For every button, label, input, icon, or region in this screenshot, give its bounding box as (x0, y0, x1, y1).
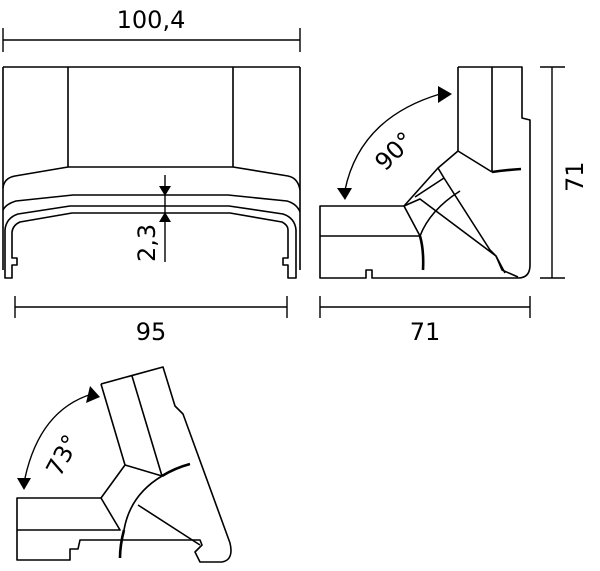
corner-90-arc (491, 167, 522, 174)
angle-label-73: 73° (41, 430, 86, 481)
profile-top-curve (2, 166, 301, 191)
angle-arc-90 (344, 93, 441, 191)
corner-90-view: 90° 71 71 (319, 66, 589, 346)
dim-label-corner-width: 71 (410, 318, 441, 346)
arrow-icon (438, 86, 452, 103)
corner-73-view: 73° (16, 366, 232, 563)
dim-label-corner-height: 71 (561, 161, 589, 192)
corner-73-arc (123, 475, 163, 531)
corner-90-arc (418, 235, 425, 271)
dim-label-bottom-width: 95 (136, 318, 167, 346)
corner-90-lines (320, 67, 493, 237)
dim-label-wall: 2,3 (133, 224, 161, 262)
corner-73-arc (161, 462, 191, 478)
corner-90-arc (495, 255, 519, 278)
corner-90-outline (319, 66, 531, 279)
profile-outer-wall (2, 194, 301, 213)
angle-arc-73 (24, 393, 93, 479)
profile-front-view: 100,4 2,3 95 (2, 6, 301, 346)
arrow-up-icon (159, 212, 171, 222)
corner-73-outline (16, 366, 232, 563)
corner-73-lines (17, 375, 163, 531)
dim-label-top-width: 100,4 (117, 6, 186, 34)
corner-90-arc (419, 190, 461, 237)
corner-73-hinge (124, 464, 201, 546)
corner-73-arc (118, 529, 126, 559)
arrow-icon (86, 386, 100, 403)
arrow-icon (17, 478, 31, 490)
profile-body (2, 66, 301, 270)
angle-label-90: 90° (369, 126, 419, 176)
corner-90-hinge (403, 150, 506, 274)
profile-inner-wall (4, 205, 297, 279)
arrow-icon (337, 188, 352, 200)
arrow-down-icon (159, 186, 171, 196)
